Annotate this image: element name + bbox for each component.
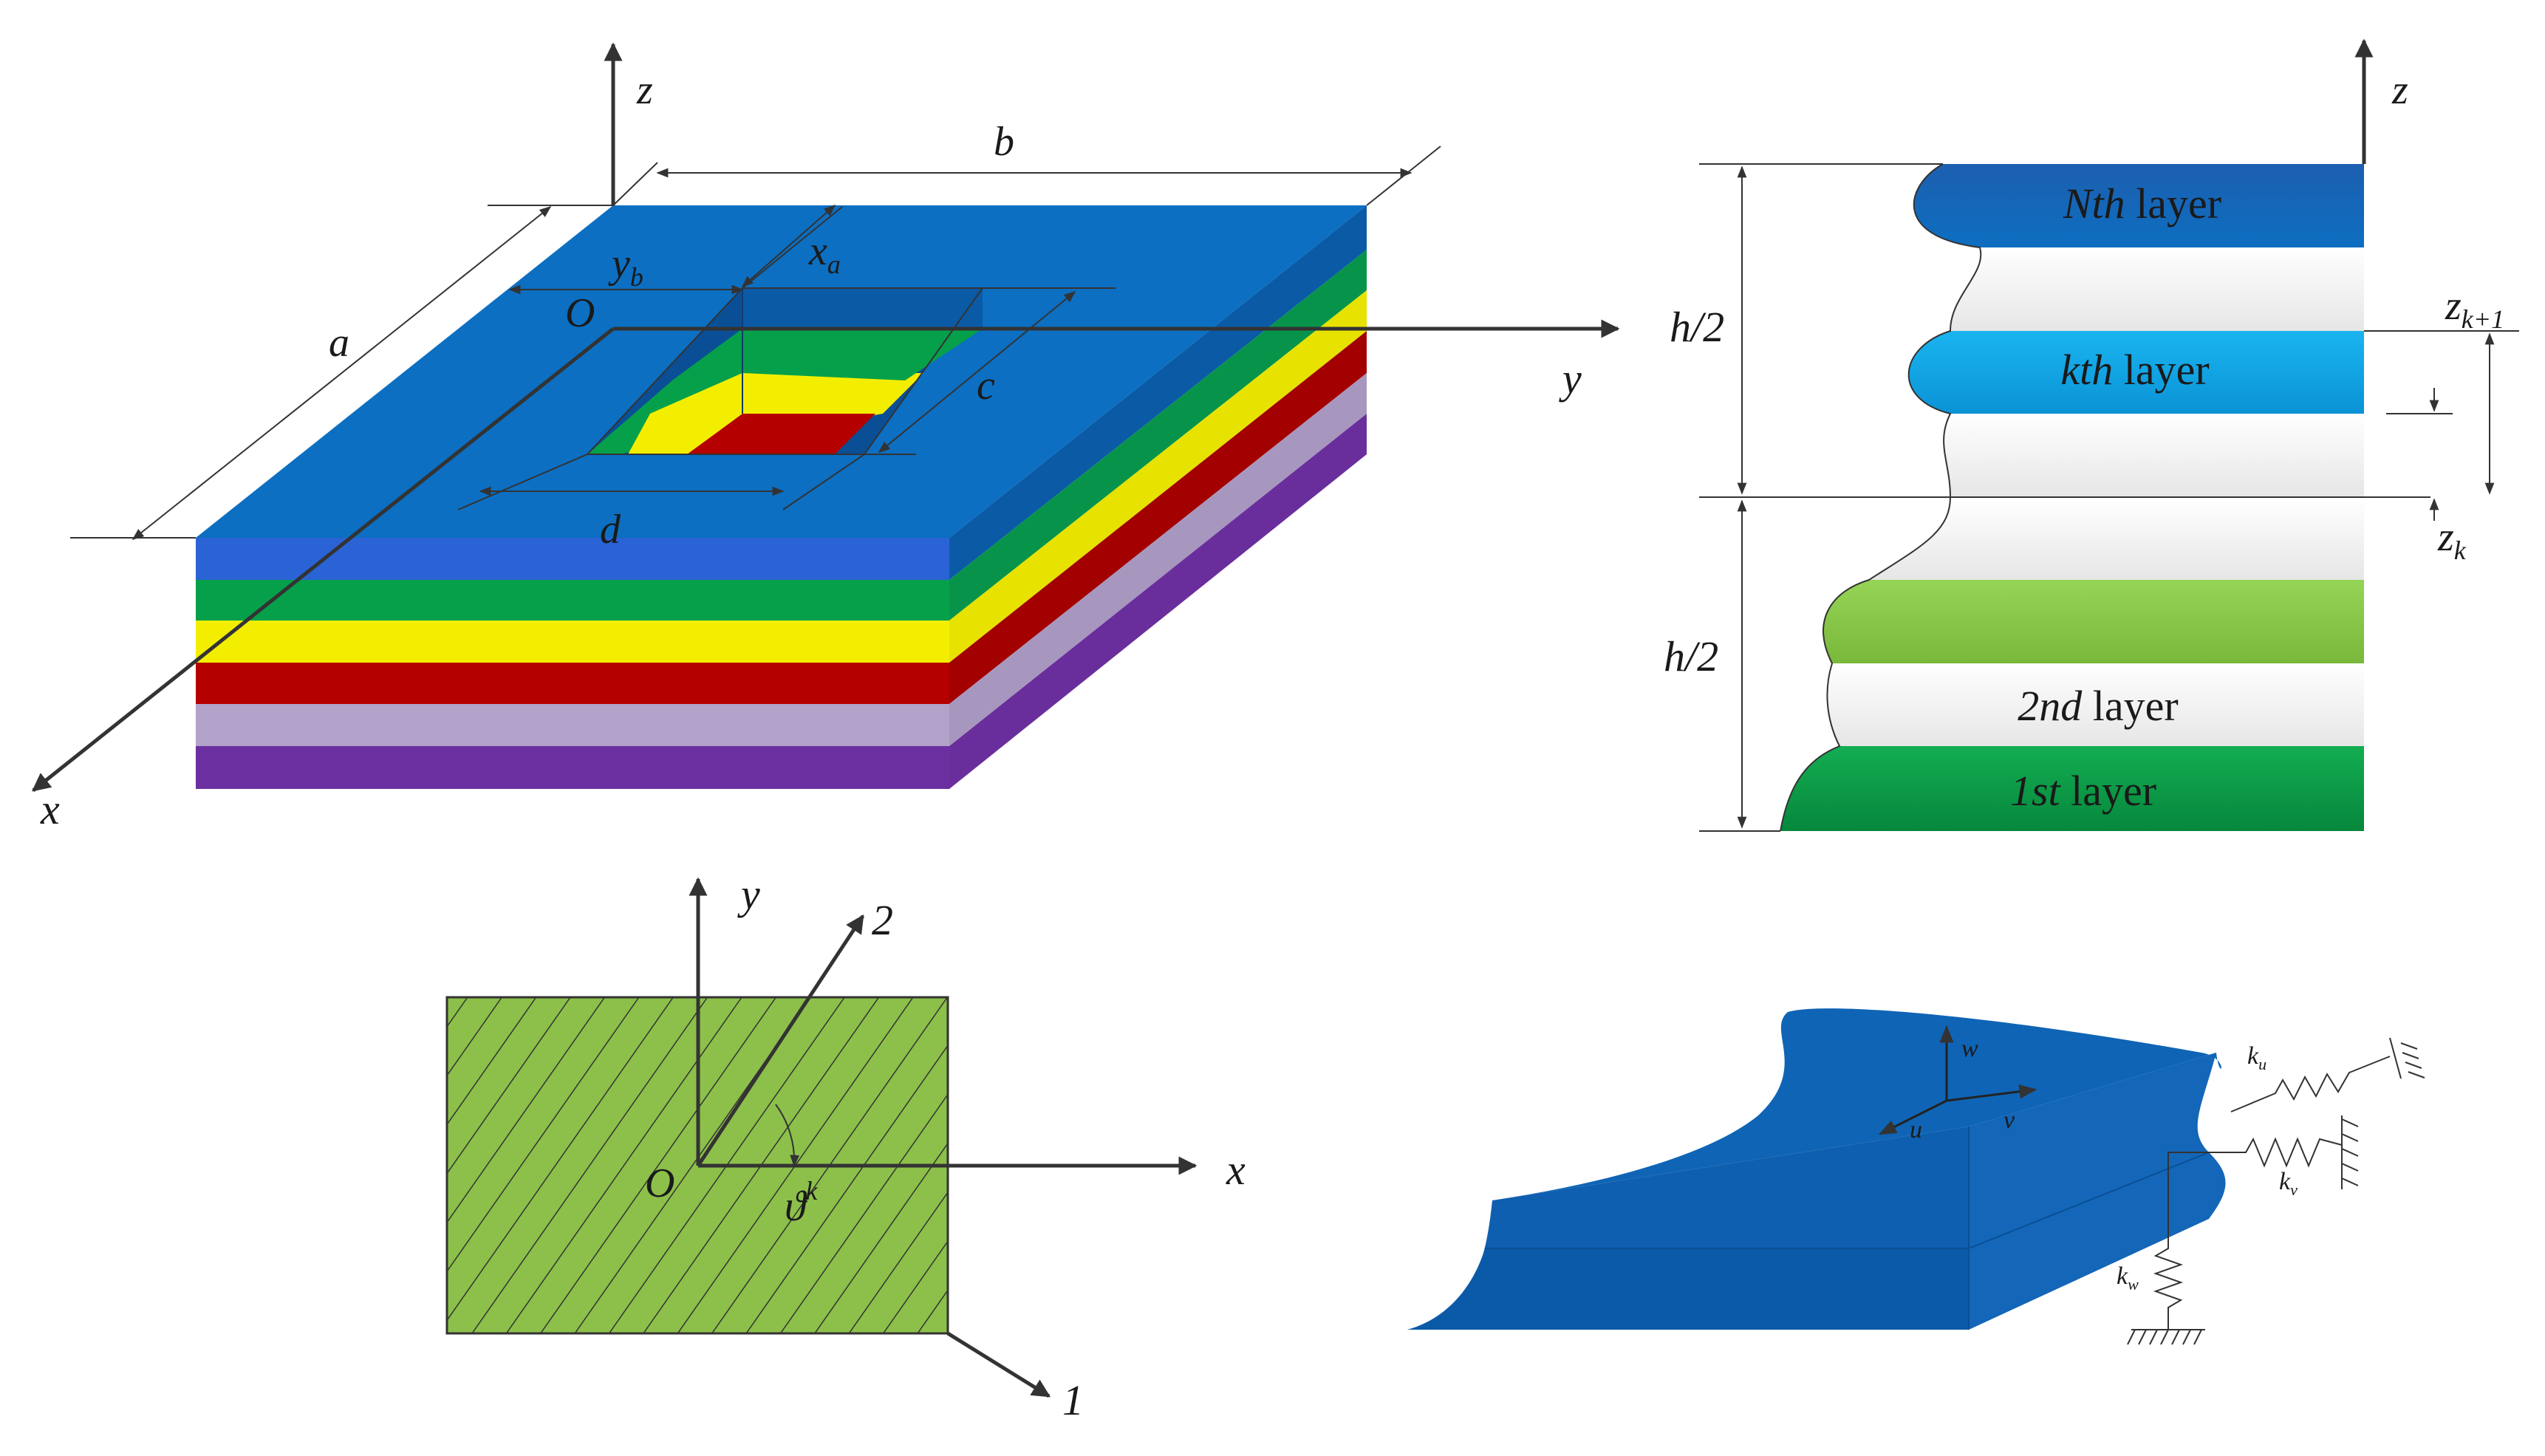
spring-ku — [2230, 1037, 2425, 1112]
layer-5-front — [196, 704, 949, 746]
kv-label: kv — [2279, 1168, 2298, 1199]
y-axis-c-label: y — [737, 870, 760, 918]
ku-label: ku — [2247, 1042, 2266, 1073]
axis-2-label: 2 — [872, 896, 893, 944]
dim-b-label: b — [994, 119, 1014, 165]
layer-kth — [1908, 331, 2364, 414]
v-label: v — [2003, 1107, 2015, 1134]
1st-layer-label: 1st layer — [2010, 767, 2156, 815]
layer-4-front — [196, 663, 949, 704]
dim-xa-label: xa — [808, 228, 841, 279]
dim-a-label: a — [329, 320, 349, 366]
layer-1-front — [196, 538, 949, 580]
axis-1 — [946, 1331, 1051, 1398]
nth-layer-label: Nth layer — [2063, 180, 2221, 228]
layer-2nd — [1827, 663, 2364, 746]
layer-white-2 — [1944, 414, 2364, 497]
panel-fiber-orientation: y x 2 1 O ϑk — [445, 870, 1246, 1424]
angle-arc — [775, 1104, 800, 1167]
spring-kw — [2127, 1152, 2209, 1345]
layer-green — [1823, 580, 2364, 663]
layer-1st — [1780, 746, 2364, 831]
origin-c-label: O — [645, 1161, 674, 1206]
x-axis-a-label: x — [40, 785, 60, 833]
u-axis — [1878, 1099, 1947, 1135]
layer-3-front — [196, 621, 949, 663]
dim-c-label: c — [977, 363, 995, 409]
layer-2-front — [196, 580, 949, 621]
panel-elastic-boundary: w v u ku kv — [1407, 1008, 2425, 1345]
layer-white-3 — [1869, 497, 2364, 580]
layer-6-front — [196, 746, 949, 789]
dim-yb-label: yb — [608, 241, 643, 292]
kw-label: kw — [2117, 1262, 2139, 1293]
dim-xa-line — [741, 204, 836, 288]
spring-kv — [2209, 1115, 2359, 1189]
axis-1-label: 1 — [1062, 1376, 1084, 1424]
layer-nth — [1913, 164, 2364, 247]
dim-c-line — [878, 290, 1076, 454]
h2-top-label: h/2 — [1670, 303, 1724, 351]
x-axis-c-label: x — [1226, 1146, 1246, 1194]
y-axis-a-label: y — [1559, 355, 1582, 403]
zk1-label: zk+1 — [2445, 283, 2504, 334]
plate-front-layers — [196, 538, 949, 789]
plate-right-face — [1969, 1053, 2226, 1330]
v-axis — [1946, 1084, 2037, 1102]
w-label: w — [1961, 1035, 1978, 1062]
layer-white-1 — [1950, 247, 2364, 331]
h2-bottom-label: h/2 — [1664, 632, 1718, 680]
z-axis-b-label: z — [2391, 67, 2408, 113]
origin-a-label: O — [565, 290, 595, 336]
plate-top-face-d — [1492, 1008, 2221, 1200]
angle-label: ϑk — [785, 1176, 818, 1230]
z-axis-a-label: z — [636, 67, 653, 113]
2nd-layer-label: 2nd layer — [2018, 682, 2178, 730]
kth-layer-label: kth layer — [2060, 346, 2209, 394]
u-label: u — [1910, 1116, 1922, 1144]
panel-3d-plate: z y x O b a xa yb c d — [32, 42, 1620, 833]
plate-side-right — [949, 205, 1367, 789]
axis-2 — [696, 914, 865, 1167]
panel-layer-stack: Nth layer kth layer 2nd layer 1st layer … — [1664, 38, 2519, 832]
dim-d-label: d — [600, 507, 621, 553]
dim-a-line — [131, 206, 552, 540]
zk-label: zk — [2437, 514, 2467, 565]
